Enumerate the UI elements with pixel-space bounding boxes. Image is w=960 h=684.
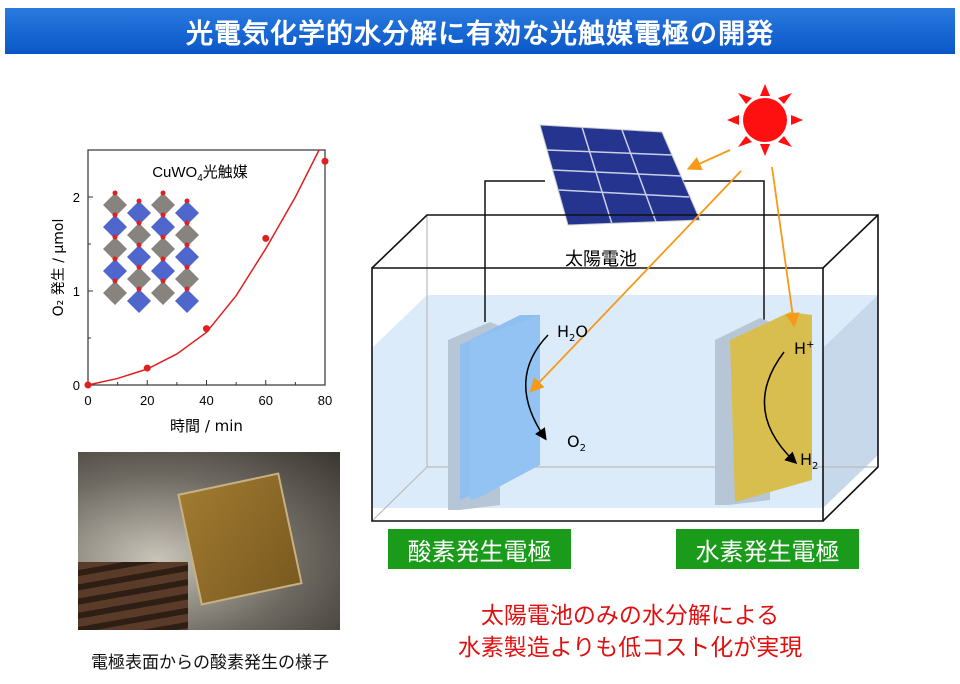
light-rays <box>529 149 800 393</box>
conclusion: 太陽電池のみの水分解による 水素製造よりも低コスト化が実現 <box>380 600 880 664</box>
x-tick-label: 0 <box>84 393 91 408</box>
tank <box>371 214 879 522</box>
oxygen-atom <box>112 278 118 284</box>
crystal-polyhedron <box>175 201 199 225</box>
y-tick-label: 2 <box>73 190 80 205</box>
hplus-sup: + <box>806 339 815 351</box>
oxygen-atom <box>160 190 166 196</box>
h2-sub: 2 <box>812 461 819 473</box>
oxygen-atom <box>184 220 190 226</box>
x-axis-label: 時間 / min <box>170 417 243 435</box>
o2-label: O2 <box>567 432 586 454</box>
oxidation-arrow <box>525 334 549 441</box>
x-tick-label: 20 <box>140 393 154 408</box>
slide-title: 光電気化学的水分解に有効な光触媒電極の開発 <box>5 8 955 54</box>
conclusion-line-2: 水素製造よりも低コスト化が実現 <box>457 635 803 661</box>
oxygen-atom <box>112 212 118 218</box>
o2-main: O <box>567 432 580 451</box>
hplus-label: H+ <box>794 339 814 358</box>
crystal-polyhedron <box>127 289 151 313</box>
oxygen-atom <box>184 286 190 292</box>
electrode-photo <box>78 452 340 630</box>
oxygen-atom <box>184 198 190 204</box>
crystal-polyhedron <box>103 237 127 261</box>
oxygen-atom <box>160 256 166 262</box>
oxygen-atom <box>160 234 166 240</box>
crystal-polyhedron <box>151 215 175 239</box>
oxygen-atom <box>112 234 118 240</box>
wire-right <box>683 180 765 322</box>
oxygen-atom <box>136 220 142 226</box>
chart-title: CuWO4光触媒 <box>152 164 248 184</box>
h2o-sub: 2 <box>569 333 576 345</box>
oxygen-atom <box>136 242 142 248</box>
crystal-polyhedron <box>175 223 199 247</box>
y-tick-label: 0 <box>73 378 80 393</box>
crystal-polyhedron <box>103 193 127 217</box>
x-tick-label: 60 <box>259 393 273 408</box>
reduction-arrow <box>763 351 798 465</box>
crystal-polyhedron <box>151 193 175 217</box>
solar-panel <box>539 124 701 226</box>
data-point <box>143 364 151 372</box>
crystal-polyhedron <box>151 281 175 305</box>
y-tick-label: 1 <box>73 284 80 299</box>
crystal-polyhedron <box>127 245 151 269</box>
crystal-polyhedron <box>175 289 199 313</box>
crystal-polyhedron <box>127 267 151 291</box>
h2o-main: H <box>557 322 570 341</box>
wire-left <box>484 180 545 322</box>
x-tick-label: 80 <box>318 393 332 408</box>
oxygen-atom <box>160 212 166 218</box>
crystal-polyhedron <box>127 223 151 247</box>
crystal-polyhedron <box>103 259 127 283</box>
photo-caption: 電極表面からの酸素発生の様子 <box>91 653 329 673</box>
h2-label: H2 <box>800 450 818 472</box>
oxygen-atom <box>136 264 142 270</box>
data-point <box>262 234 270 242</box>
crystal-polyhedron <box>175 245 199 269</box>
oxygen-atom <box>136 286 142 292</box>
h2-main: H <box>800 450 813 469</box>
oxygen-atom <box>112 256 118 262</box>
fit-curve <box>87 149 320 386</box>
oxygen-atom <box>184 242 190 248</box>
crystal-polyhedron <box>151 259 175 283</box>
coil <box>78 562 188 630</box>
o2-chart: 0 20 40 60 80 0 1 2 時間 / min O₂ 発生 / μmol CuWO4光触媒 <box>51 149 332 435</box>
x-tick-label: 40 <box>199 393 213 408</box>
hplus-main: H <box>794 339 807 358</box>
oxygen-electrode <box>448 315 540 510</box>
o2-sub: 2 <box>579 443 586 455</box>
hydrogen-electrode-label: 水素発生電極 <box>676 529 859 569</box>
oxygen-atom <box>136 198 142 204</box>
oxygen-electrode-label: 酸素発生電極 <box>388 529 571 569</box>
oxygen-atom <box>112 190 118 196</box>
sun-icon <box>727 84 803 156</box>
crystal-polyhedron <box>103 281 127 305</box>
data-point <box>321 157 329 165</box>
h2o-rest: O <box>575 322 588 341</box>
crystal-polyhedron <box>175 267 199 291</box>
h2o-label: H2O <box>557 322 588 344</box>
oxygen-atom <box>184 264 190 270</box>
y-axis-label: O₂ 発生 / μmol <box>51 219 67 317</box>
data-point <box>203 325 210 333</box>
oxygen-atom <box>160 278 166 284</box>
crystal-polyhedron <box>127 201 151 225</box>
conclusion-line-1: 太陽電池のみの水分解による <box>480 603 780 629</box>
crystal-polyhedron <box>151 237 175 261</box>
crystal-polyhedron <box>103 215 127 239</box>
solar-cell-label: 太陽電池 <box>565 249 637 270</box>
data-point <box>84 381 92 389</box>
